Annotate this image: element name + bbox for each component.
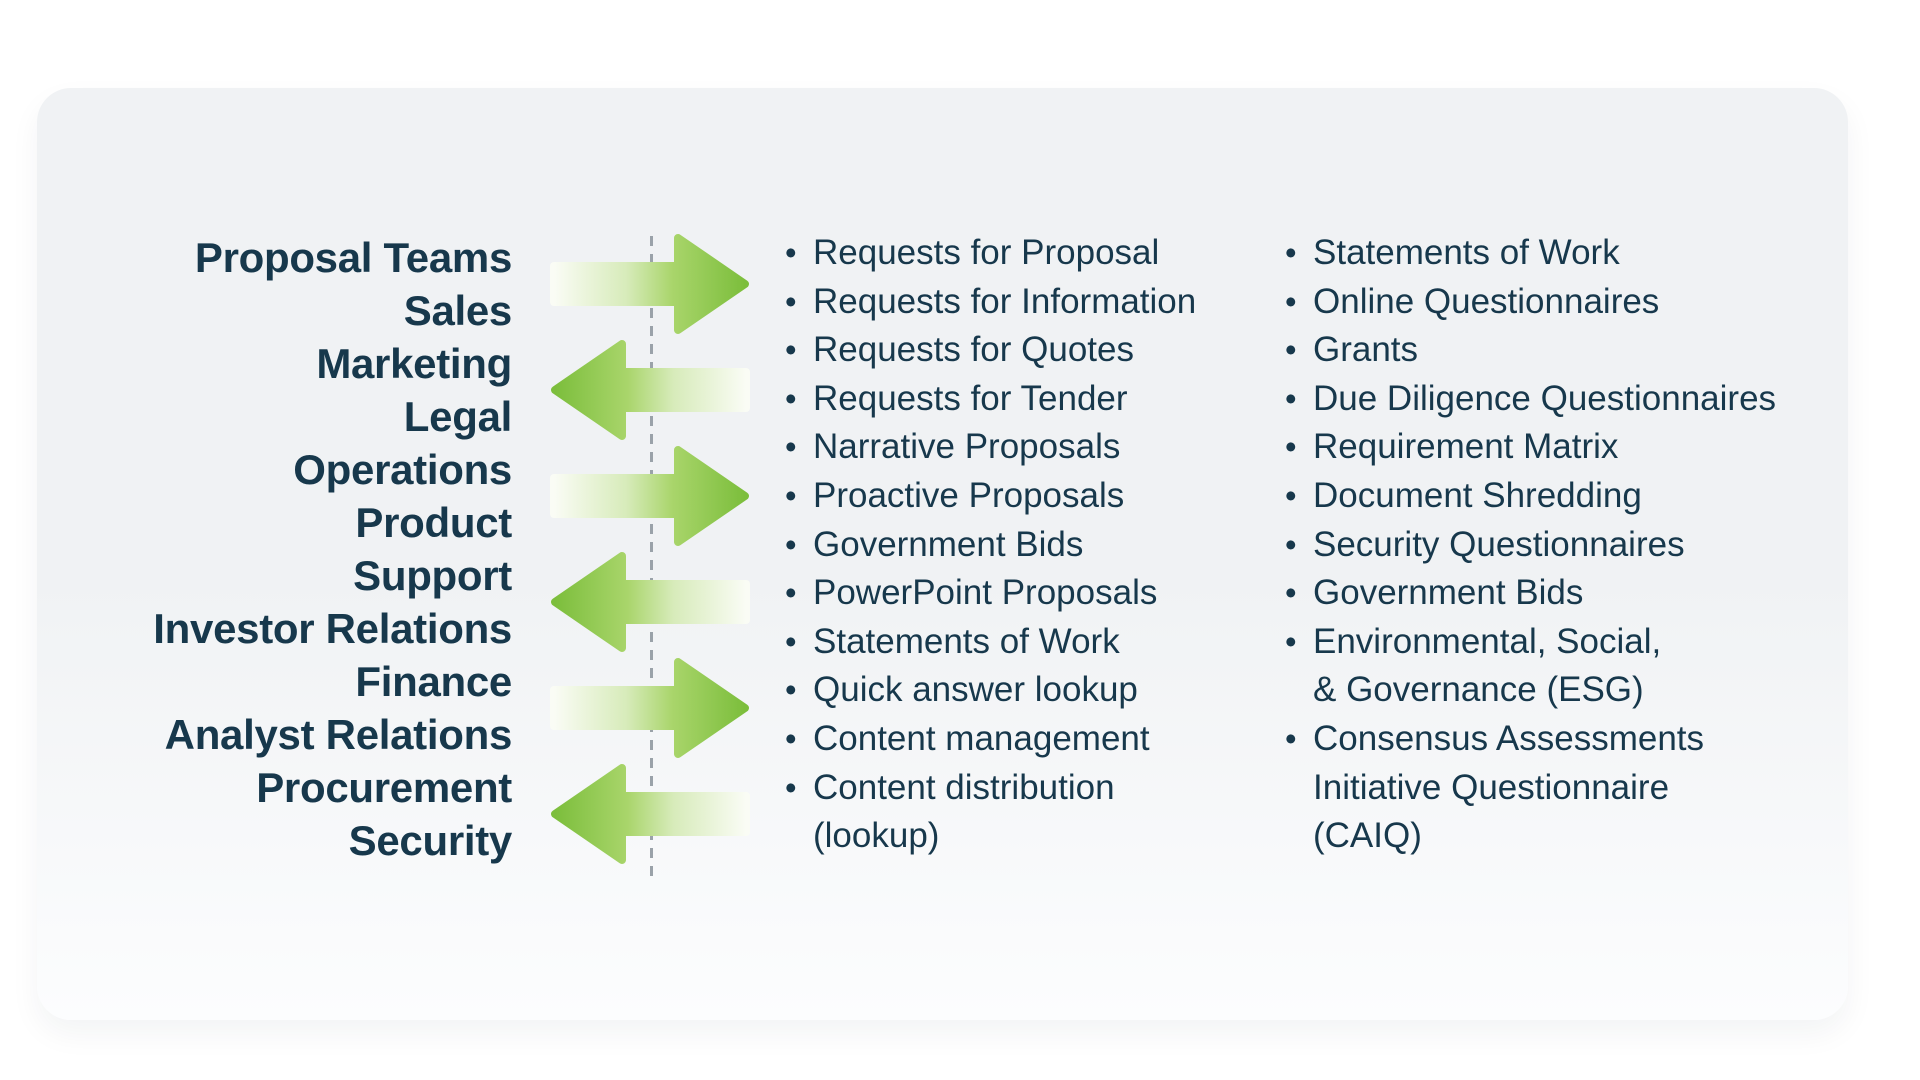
bullet-icon: • xyxy=(1285,574,1297,612)
team-label: Support xyxy=(353,552,512,599)
list-item-label: Quick answer lookup xyxy=(813,670,1138,710)
team-label: Finance xyxy=(355,658,512,705)
bullet-icon: • xyxy=(785,768,797,806)
bullet-icon: • xyxy=(785,671,797,709)
list-item-label: Narrative Proposals xyxy=(813,427,1121,467)
team-label: Operations xyxy=(293,446,512,493)
arrow-left-icon xyxy=(551,764,750,864)
bullet-icon: • xyxy=(785,574,797,612)
team-label: Security xyxy=(348,817,513,864)
list-item: (CAIQ) xyxy=(1285,812,1845,861)
bullet-icon: • xyxy=(1285,719,1297,757)
bullet-icon: • xyxy=(785,379,797,417)
list-item-label: Requirement Matrix xyxy=(1313,427,1619,467)
list-item: • Requests for Tender xyxy=(785,375,1285,424)
team-label: Procurement xyxy=(256,764,512,811)
bullet-icon: • xyxy=(1285,234,1297,271)
list-item-label: Requests for Proposal xyxy=(813,233,1160,272)
list-item-label: Grants xyxy=(1313,330,1419,370)
team-label: Proposal Teams xyxy=(194,234,512,281)
bullet-icon: • xyxy=(1285,622,1297,660)
list-item: Initiative Questionnaire xyxy=(1285,764,1845,813)
team-label: Product xyxy=(355,499,512,546)
list-item-label: Requests for Information xyxy=(813,281,1197,321)
list-item: • Content management xyxy=(785,715,1285,764)
bullet-icon: • xyxy=(1285,428,1297,466)
bullet-icon: • xyxy=(785,719,797,757)
bullet-icon: • xyxy=(1285,476,1297,514)
list-item: • Requirement Matrix xyxy=(1285,423,1845,472)
team-label: Legal xyxy=(403,393,513,440)
team-label: Analyst Relations xyxy=(164,711,513,758)
bullet-icon: • xyxy=(785,331,797,369)
list-item-label: Consensus Assessments xyxy=(1313,718,1705,758)
list-item-label: Environmental, Social, xyxy=(1313,621,1662,661)
list-item-label: Requests for Tender xyxy=(813,378,1128,418)
list-item: • Proactive Proposals xyxy=(785,472,1285,521)
list-item-label: Document Shredding xyxy=(1313,475,1642,515)
arrows-column xyxy=(550,232,750,866)
team-label: Investor Relations xyxy=(153,605,512,652)
list-item-label: Content distribution xyxy=(813,767,1115,807)
list-item: • Grants xyxy=(1285,326,1845,375)
list-item: • Due Diligence Questionnaires xyxy=(1285,375,1845,424)
list-item: • Security Questionnaires xyxy=(1285,521,1845,570)
list-item: • Requests for Proposal xyxy=(785,229,1285,278)
arrow-left-icon xyxy=(551,340,750,440)
team-label: Sales xyxy=(403,287,513,334)
list-item: • Consensus Assessments xyxy=(1285,715,1845,764)
list-item-label: Statements of Work xyxy=(813,621,1120,661)
list-item-label: & Governance (ESG) xyxy=(1313,670,1644,710)
bullet-icon: • xyxy=(785,428,797,466)
list-item-label: Content management xyxy=(813,718,1150,758)
list-item-label: Government Bids xyxy=(813,524,1084,564)
list-item: • Content distribution xyxy=(785,764,1285,813)
bullet-icon: • xyxy=(1285,525,1297,563)
list-item: • Narrative Proposals xyxy=(785,423,1285,472)
list-item-label: Initiative Questionnaire xyxy=(1313,767,1670,807)
list-item: • Requests for Information xyxy=(785,278,1285,327)
list-item-label: Security Questionnaires xyxy=(1313,524,1685,564)
list-item-label: (CAIQ) xyxy=(1313,816,1422,856)
list-item-label: Proactive Proposals xyxy=(813,475,1125,515)
bullet-icon: • xyxy=(1285,282,1297,320)
bullet-icon: • xyxy=(785,282,797,320)
list-item: • PowerPoint Proposals xyxy=(785,569,1285,618)
list-item: • Government Bids xyxy=(785,521,1285,570)
list-item: • Quick answer lookup xyxy=(785,666,1285,715)
bullet-icon: • xyxy=(1285,331,1297,369)
bullet-icon: • xyxy=(1285,379,1297,417)
list-item: • Document Shredding xyxy=(1285,472,1845,521)
list-item-label: (lookup) xyxy=(813,816,940,856)
list-item: • Environmental, Social, xyxy=(1285,618,1845,667)
list-item: • Statements of Work xyxy=(785,618,1285,667)
list-item-label: Due Diligence Questionnaires xyxy=(1313,378,1777,418)
divider-dashed-line xyxy=(650,236,653,876)
list-item: • Statements of Work xyxy=(1285,229,1845,278)
bullet-icon: • xyxy=(785,476,797,514)
list-item: & Governance (ESG) xyxy=(1285,666,1845,715)
arrow-left-icon xyxy=(551,552,750,652)
bullet-icon: • xyxy=(785,525,797,563)
document-types-list-middle: • Requests for Proposal • Requests for Info… xyxy=(785,229,1285,861)
bullet-icon: • xyxy=(785,622,797,660)
list-item-label: PowerPoint Proposals xyxy=(813,573,1158,613)
list-item-label: Online Questionnaires xyxy=(1313,281,1660,321)
arrow-right-icon xyxy=(550,658,749,758)
team-label: Marketing xyxy=(316,340,512,387)
arrow-right-icon xyxy=(550,446,749,546)
list-item-label: Requests for Quotes xyxy=(813,330,1134,370)
arrow-right-icon xyxy=(550,234,749,334)
list-item: • Online Questionnaires xyxy=(1285,278,1845,327)
document-types-list-right: • Statements of Work • Online Questionnaire… xyxy=(1285,229,1845,861)
list-item-label: Statements of Work xyxy=(1313,233,1620,272)
list-item-label: Government Bids xyxy=(1313,573,1584,613)
list-item: (lookup) xyxy=(785,812,1285,861)
list-item: • Requests for Quotes xyxy=(785,326,1285,375)
bullet-icon: • xyxy=(785,234,797,271)
list-item: • Government Bids xyxy=(1285,569,1845,618)
